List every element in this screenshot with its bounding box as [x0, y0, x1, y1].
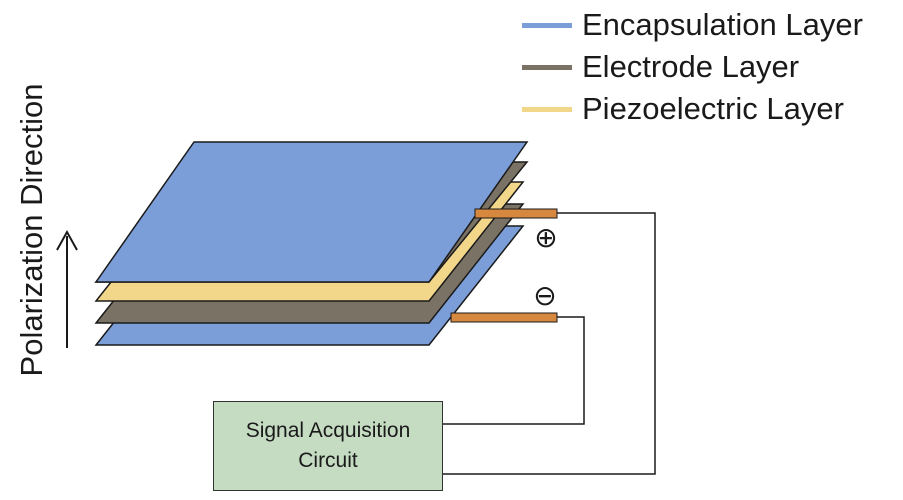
circuit-label: Signal Acquisition Circuit	[245, 418, 411, 472]
signal-acquisition-circuit: Signal Acquisition Circuit	[213, 401, 443, 491]
negative-electrode-tab	[450, 312, 558, 323]
polarization-arrow-head	[56, 229, 78, 251]
legend-swatch-piezoelectric	[522, 106, 572, 112]
legend-label-encapsulation: Encapsulation Layer	[582, 7, 863, 42]
legend-label-piezoelectric: Piezoelectric Layer	[582, 91, 844, 126]
legend-swatch-electrode	[522, 64, 572, 70]
negative-wire	[443, 316, 585, 425]
positive-wire	[443, 212, 656, 475]
legend-item-electrode: Electrode Layer	[522, 46, 863, 88]
encapsulation-layer-top	[94, 141, 529, 283]
legend-label-electrode: Electrode Layer	[582, 49, 800, 84]
negative-terminal-symbol: ⊖	[533, 279, 556, 312]
legend-swatch-encapsulation	[522, 22, 572, 28]
legend-item-piezoelectric: Piezoelectric Layer	[522, 88, 863, 130]
legend: Encapsulation Layer Electrode Layer Piez…	[522, 4, 863, 130]
polarization-direction-label: Polarization Direction	[14, 83, 49, 377]
positive-electrode-tab	[474, 208, 558, 219]
positive-terminal-symbol: ⊕	[534, 221, 557, 254]
legend-item-encapsulation: Encapsulation Layer	[522, 4, 863, 46]
